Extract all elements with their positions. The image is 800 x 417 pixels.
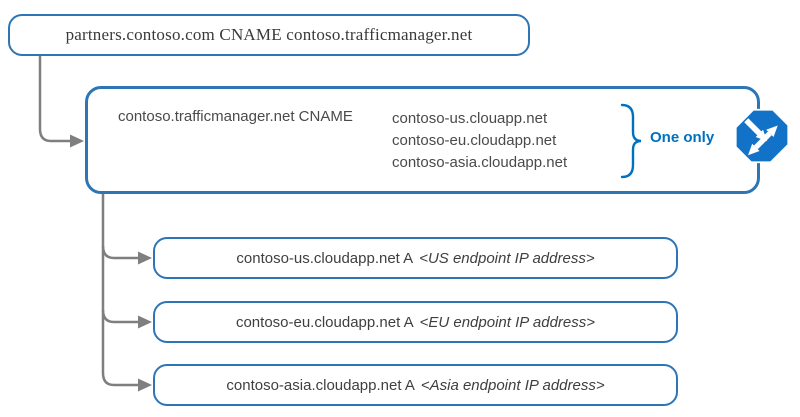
tm-target-list: contoso-us.clouapp.net contoso-eu.clouda… <box>392 108 567 174</box>
endpoint-box-eu: contoso-eu.cloudapp.net A <EU endpoint I… <box>153 301 678 343</box>
tm-target-asia: contoso-asia.cloudapp.net <box>392 154 568 171</box>
endpoint-box-us: contoso-us.cloudapp.net A <US endpoint I… <box>153 237 678 279</box>
root-cname-text: partners.contoso.com CNAME contoso.traff… <box>65 25 473 44</box>
tm-target-eu: contoso-eu.cloudapp.net <box>392 132 557 149</box>
one-only-brace <box>620 103 642 179</box>
endpoint-value-eu: <EU endpoint IP address> <box>419 313 596 331</box>
traffic-manager-icon <box>734 108 790 164</box>
endpoint-record-asia: contoso-asia.cloudapp.net A <box>226 376 415 394</box>
tm-target-us: contoso-us.clouapp.net <box>392 110 548 127</box>
one-only-label: One only <box>650 129 715 146</box>
root-cname-box: partners.contoso.com CNAME contoso.traff… <box>8 14 530 56</box>
endpoint-value-us: <US endpoint IP address> <box>419 249 595 267</box>
endpoint-record-us: contoso-us.cloudapp.net A <box>236 249 414 267</box>
traffic-manager-cname-box: contoso.trafficmanager.net CNAME contoso… <box>85 86 760 194</box>
tm-record-text: contoso.trafficmanager.net CNAME <box>118 108 353 125</box>
endpoint-value-asia: <Asia endpoint IP address> <box>420 376 605 394</box>
endpoint-record-eu: contoso-eu.cloudapp.net A <box>235 313 414 331</box>
endpoint-box-asia: contoso-asia.cloudapp.net A <Asia endpoi… <box>153 364 678 406</box>
